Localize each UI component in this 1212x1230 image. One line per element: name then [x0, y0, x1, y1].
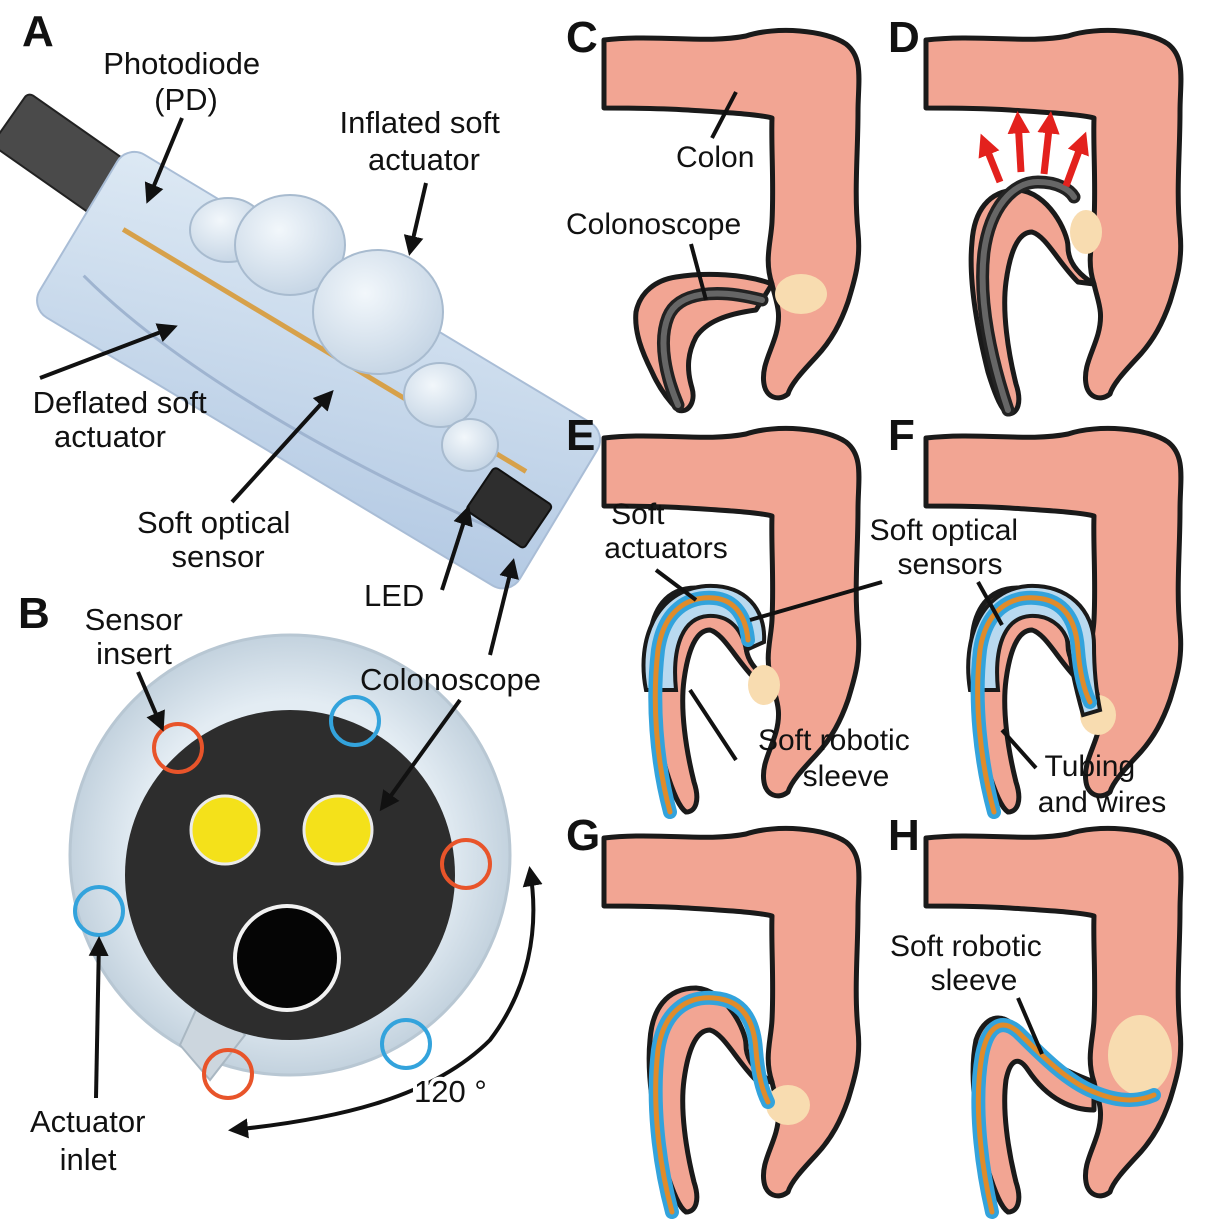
light-lens-right [304, 796, 372, 864]
panel-label-f: F [888, 411, 915, 460]
svg-text:Sensor insert: Sensor insert [85, 602, 192, 671]
panel-h: H Soft robotic sleeve [888, 811, 1181, 1212]
cecum-c [775, 274, 827, 314]
svg-text:Deflated soft actuator: Deflated soft actuator [33, 385, 216, 454]
svg-text:Inflated soft actuator: Inflated soft actuator [340, 105, 509, 177]
tubing-label: Tubing [1045, 750, 1136, 783]
panel-label-c: C [566, 13, 598, 62]
sleeve-leader-e [690, 690, 736, 760]
sensor-insert-label-2: insert [96, 636, 172, 671]
svg-text:Soft optical sensor: Soft optical sensor [137, 505, 299, 574]
panel-label-h: H [888, 811, 920, 860]
panel-label-d: D [888, 13, 920, 62]
sleeve-label-h-2: sleeve [931, 964, 1018, 997]
deflated-label-2: actuator [54, 419, 166, 454]
panel-g: G [566, 811, 859, 1212]
colonoscope-label-c: Colonoscope [566, 208, 741, 241]
inflated-label-2: actuator [368, 142, 480, 177]
cecum-h [1108, 1015, 1172, 1095]
colon-label: Colon [676, 141, 754, 174]
inflated-leader [410, 183, 426, 252]
photodiode-label-2: (PD) [154, 82, 218, 117]
panel-c: C Colon Colonoscope [566, 13, 859, 411]
panel-label-g: G [566, 811, 600, 860]
colonoscope-label-b: Colonoscope [360, 662, 541, 697]
cecum-e [748, 665, 780, 705]
cecum-d [1070, 210, 1102, 254]
sleeve-label-e-2: sleeve [803, 760, 890, 793]
panel-e: E Soft actuators Soft robotic sleeve [566, 411, 918, 812]
working-channel [235, 906, 339, 1010]
sleeve-label-e: Soft robotic [758, 724, 910, 757]
panel-label-a: A [22, 7, 54, 56]
svg-text:Soft optical sensors: Soft optical sensors [870, 514, 1027, 581]
led-label: LED [364, 578, 424, 613]
actuator-inlet-label-2: inlet [60, 1142, 117, 1177]
panel-label-b: B [18, 589, 50, 638]
tubing-label-2: and wires [1038, 786, 1166, 819]
angle-label: 120 ° [414, 1074, 487, 1109]
light-lens-left [191, 796, 259, 864]
sensor-insert-label: Sensor [85, 602, 183, 637]
actuators-label: Soft [611, 498, 665, 531]
colon-h [926, 828, 1181, 1195]
optical-sensor-label: Soft optical [137, 505, 290, 540]
svg-text:Actuator inlet: Actuator inlet [30, 1104, 154, 1177]
svg-text:Photodiode (PD): Photodiode (PD) [103, 46, 269, 117]
panel-label-e: E [566, 411, 595, 460]
deflated-label: Deflated soft [33, 385, 207, 420]
actuators-label-2: actuators [604, 532, 727, 565]
actuator-inlet-leader [96, 940, 99, 1098]
optical-sensors-label-2: sensors [897, 548, 1002, 581]
actuator-inlet-label: Actuator [30, 1104, 145, 1139]
photodiode-label: Photodiode [103, 46, 260, 81]
panel-d: D [888, 13, 1181, 414]
inflated-label: Inflated soft [340, 105, 501, 140]
optical-sensors-label: Soft optical [870, 514, 1018, 547]
panel-b: B Sensor insert Colonoscope Actuator inl… [18, 562, 541, 1177]
svg-text:Soft robotic sleeve: Soft robotic sleeve [890, 930, 1050, 997]
panel-a: A Photodiode (PD) Inflated soft actuator… [0, 7, 608, 613]
sleeve-label-h: Soft robotic [890, 930, 1042, 963]
optical-sensor-label-2: sensor [171, 539, 264, 574]
